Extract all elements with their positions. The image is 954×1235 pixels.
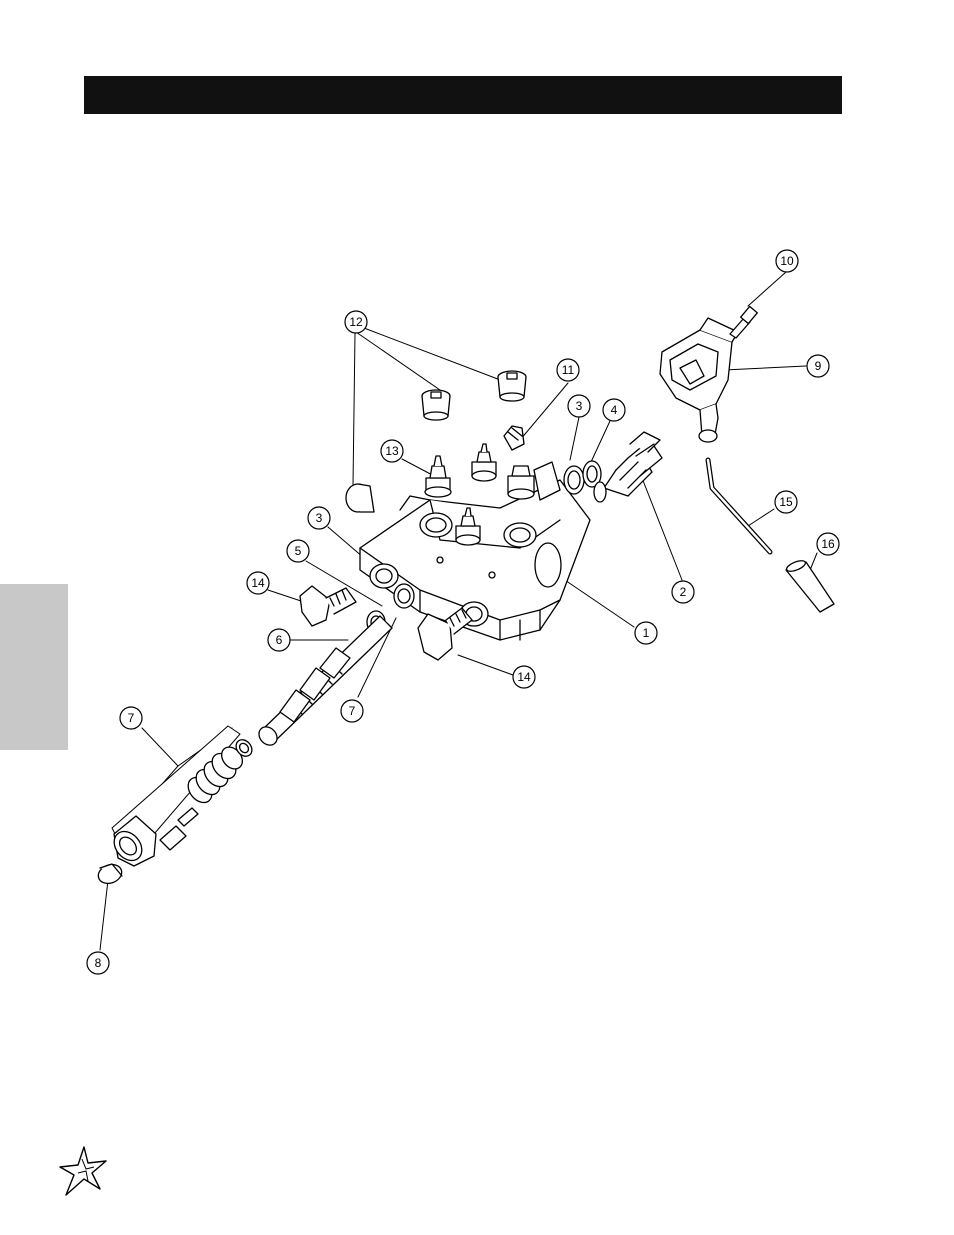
callout-5: 5	[287, 540, 309, 562]
callout-14-right: 14	[513, 666, 535, 688]
svg-text:4: 4	[611, 403, 618, 417]
wrench-part-15	[708, 460, 770, 552]
svg-text:15: 15	[779, 495, 793, 509]
fitting-part-13	[425, 456, 451, 497]
svg-text:3: 3	[576, 399, 583, 413]
plug-part-12c	[346, 484, 374, 512]
fitting-small-upper	[472, 444, 496, 481]
callout-7-left: 7	[120, 707, 142, 729]
callout-4: 4	[603, 399, 625, 421]
svg-text:12: 12	[349, 315, 363, 329]
spring-assembly-part-7	[109, 726, 256, 866]
relief-cartridge-part-11	[504, 426, 524, 450]
callout-10: 10	[776, 250, 798, 272]
svg-text:14: 14	[251, 576, 265, 590]
callout-6: 6	[268, 629, 290, 651]
callout-13: 13	[381, 440, 403, 462]
svg-text:9: 9	[815, 359, 822, 373]
plug-part-12b	[498, 371, 526, 401]
callout-9: 9	[807, 355, 829, 377]
callout-3-upper: 3	[568, 395, 590, 417]
plug-part-12a	[422, 390, 450, 420]
callout-11: 11	[557, 359, 579, 381]
callout-14-left: 14	[247, 572, 269, 594]
svg-text:3: 3	[316, 511, 323, 525]
callout-12: 12	[345, 311, 367, 333]
svg-text:16: 16	[821, 537, 835, 551]
callout-2: 2	[672, 581, 694, 603]
callout-16: 16	[817, 533, 839, 555]
elbow-fitting-part-14-left	[300, 586, 356, 626]
handle-bracket-part-9	[660, 318, 738, 442]
svg-text:11: 11	[562, 363, 575, 377]
cap-part-8	[96, 861, 125, 886]
tube-part-16	[785, 559, 834, 612]
spool-end-part-2	[594, 432, 662, 502]
callout-8: 8	[87, 952, 109, 974]
svg-text:6: 6	[276, 633, 283, 647]
seal-part-3-right	[564, 466, 584, 494]
callout-1: 1	[635, 622, 657, 644]
svg-text:13: 13	[385, 444, 399, 458]
brand-star-logo-icon	[58, 1145, 110, 1199]
callout-15: 15	[775, 491, 797, 513]
svg-text:7: 7	[128, 711, 135, 725]
callout-3-lower: 3	[308, 507, 330, 529]
relief-valve	[508, 462, 560, 500]
svg-text:2: 2	[680, 585, 687, 599]
svg-text:8: 8	[95, 956, 102, 970]
callout-7-center: 7	[341, 700, 363, 722]
svg-text:14: 14	[517, 670, 531, 684]
pin-part-10	[730, 306, 757, 338]
svg-text:10: 10	[780, 254, 794, 268]
seal-part-3-left	[394, 584, 414, 608]
svg-text:1: 1	[643, 626, 650, 640]
svg-text:7: 7	[349, 704, 356, 718]
valve-body-part-1	[360, 480, 590, 640]
svg-text:5: 5	[295, 544, 302, 558]
